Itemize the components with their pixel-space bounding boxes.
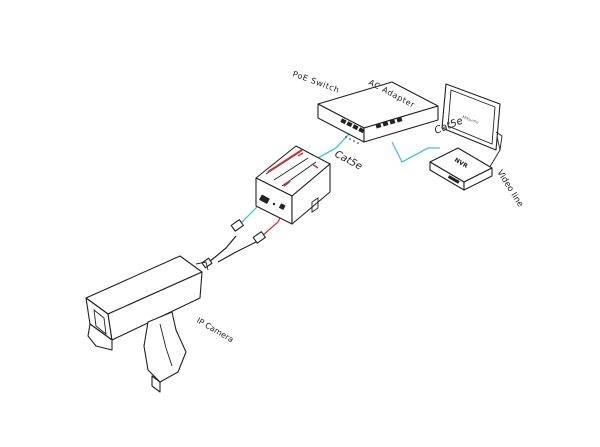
- extender-power-port-icon: [278, 203, 286, 211]
- extender-lan-port-icon: [259, 194, 270, 204]
- ip-camera: [85, 255, 209, 393]
- switch-ports: [340, 117, 403, 134]
- switch-led-dots: [345, 136, 359, 144]
- poe-extender: [255, 145, 331, 225]
- video-line-label: Video line: [494, 168, 525, 209]
- cable-label-cat5e-lower: Cat5e: [333, 149, 364, 173]
- nvr: [429, 147, 493, 191]
- cable-switch-to-nvr: [391, 141, 440, 163]
- poe-switch-label: PoE Switch: [291, 69, 341, 94]
- extender-red-stripe: [267, 149, 303, 173]
- rj45-plug-icon: [230, 219, 244, 232]
- camera-connector-icon: [201, 257, 213, 269]
- poe-switch: [317, 81, 439, 144]
- cable-switch-to-extender: [317, 132, 351, 159]
- dc-plug-icon: [252, 231, 266, 244]
- ip-camera-label: IP Camera: [195, 316, 235, 344]
- monitor: Mitsumo: [441, 83, 503, 151]
- monitor-brand-text: Mitsumo: [462, 114, 480, 125]
